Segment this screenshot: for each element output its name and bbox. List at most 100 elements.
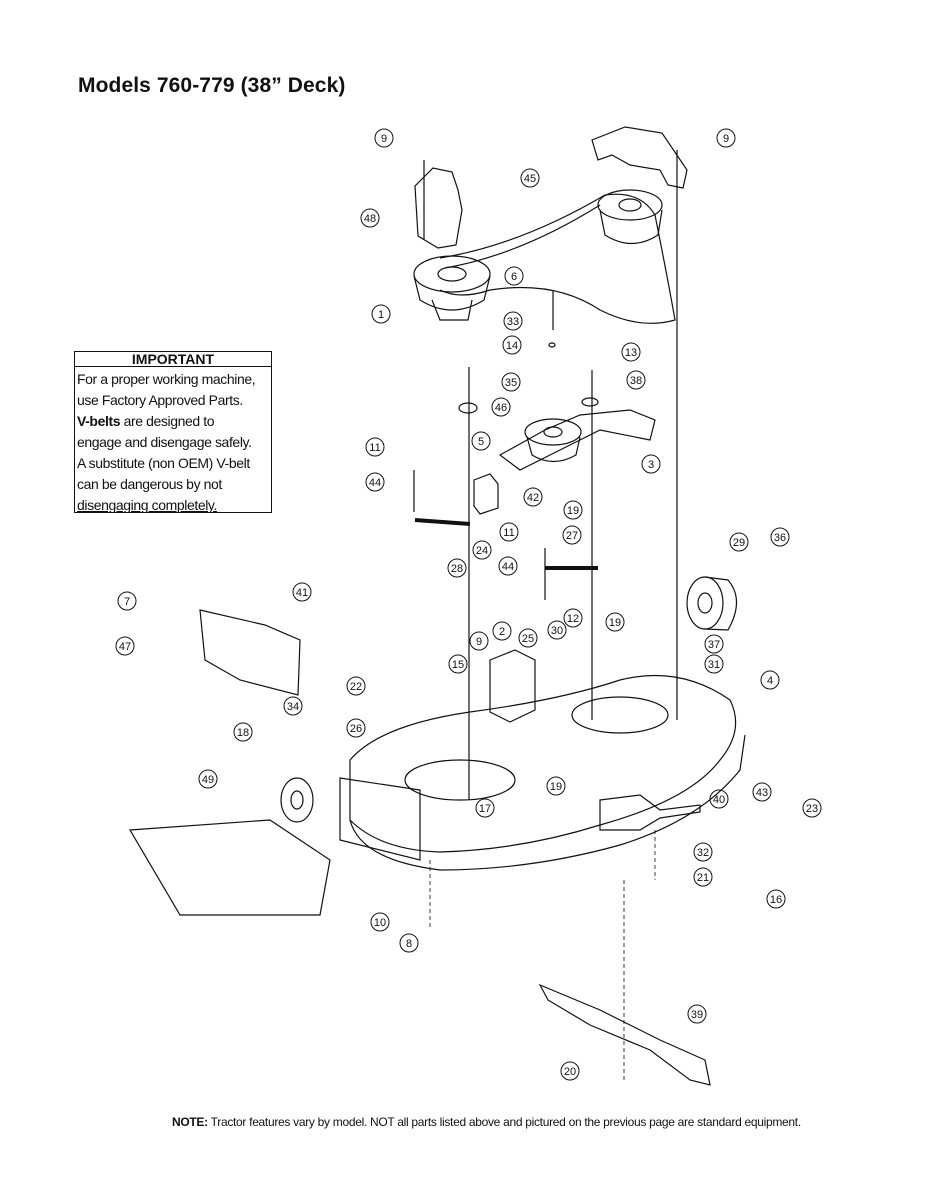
callout-41: 41 xyxy=(292,582,312,602)
svg-text:5: 5 xyxy=(478,436,484,448)
svg-text:3: 3 xyxy=(648,459,654,471)
svg-text:8: 8 xyxy=(406,938,412,950)
callout-31: 31 xyxy=(704,654,724,674)
v-belt xyxy=(439,193,676,324)
svg-text:14: 14 xyxy=(506,340,518,352)
v-belts-bold: V-belts xyxy=(77,413,121,429)
bracket-5 xyxy=(473,473,499,515)
callout-18: 18 xyxy=(233,722,253,742)
pulley-left xyxy=(413,255,491,293)
blade-39 xyxy=(538,983,711,1086)
callout-36: 36 xyxy=(770,527,790,547)
callout-4: 4 xyxy=(760,670,780,690)
svg-text:19: 19 xyxy=(567,505,579,517)
svg-text:26: 26 xyxy=(350,723,362,735)
callout-43: 43 xyxy=(752,782,772,802)
callout-48: 48 xyxy=(360,208,380,228)
callout-20: 20 xyxy=(560,1061,580,1081)
important-line-7: disengaging completely. xyxy=(77,497,217,513)
callout-8: 8 xyxy=(399,933,419,953)
callout-15: 15 xyxy=(448,654,468,674)
svg-text:17: 17 xyxy=(479,803,491,815)
callout-5: 5 xyxy=(471,431,491,451)
svg-text:34: 34 xyxy=(287,701,299,713)
svg-text:44: 44 xyxy=(502,561,514,573)
callout-11: 11 xyxy=(365,437,385,457)
callout-17: 17 xyxy=(475,798,495,818)
callout-11b: 11 xyxy=(499,522,519,542)
svg-text:24: 24 xyxy=(476,545,488,557)
svg-text:33: 33 xyxy=(507,316,519,328)
callout-9c: 9 xyxy=(469,631,489,651)
callout-40: 40 xyxy=(709,789,729,809)
svg-text:28: 28 xyxy=(451,563,463,575)
callout-28: 28 xyxy=(447,558,467,578)
callout-19: 19 xyxy=(563,500,583,520)
svg-text:19: 19 xyxy=(609,617,621,629)
svg-text:44: 44 xyxy=(369,477,381,489)
important-line-3: V-belts are designed to xyxy=(77,411,271,432)
callout-34: 34 xyxy=(283,696,303,716)
svg-text:9: 9 xyxy=(476,636,482,648)
svg-text:29: 29 xyxy=(733,537,745,549)
callout-23: 23 xyxy=(802,798,822,818)
chute-49 xyxy=(128,819,331,916)
idler-bracket xyxy=(498,409,656,471)
svg-text:36: 36 xyxy=(774,532,786,544)
important-heading: IMPORTANT xyxy=(75,351,271,367)
callout-44b: 44 xyxy=(498,556,518,576)
svg-text:19: 19 xyxy=(550,781,562,793)
callout-6: 6 xyxy=(504,266,524,286)
svg-text:22: 22 xyxy=(350,681,362,693)
important-line-1: For a proper working machine, xyxy=(77,371,256,387)
svg-text:48: 48 xyxy=(364,213,376,225)
callout-9: 9 xyxy=(374,128,394,148)
svg-text:13: 13 xyxy=(625,347,637,359)
svg-text:9: 9 xyxy=(723,133,729,145)
svg-text:1: 1 xyxy=(378,309,384,321)
callout-21: 21 xyxy=(693,867,713,887)
callout-38: 38 xyxy=(626,370,646,390)
callout-32: 32 xyxy=(693,842,713,862)
callout-3: 3 xyxy=(641,454,661,474)
callout-29: 29 xyxy=(729,532,749,552)
wheel-29 xyxy=(686,576,724,630)
svg-text:7: 7 xyxy=(124,596,130,608)
callout-16: 16 xyxy=(766,889,786,909)
callout-19c: 19 xyxy=(546,776,566,796)
svg-text:30: 30 xyxy=(551,625,563,637)
callout-9b: 9 xyxy=(716,128,736,148)
svg-text:42: 42 xyxy=(527,492,539,504)
callout-30: 30 xyxy=(547,620,567,640)
svg-text:25: 25 xyxy=(522,633,534,645)
svg-text:4: 4 xyxy=(767,675,773,687)
callout-42: 42 xyxy=(523,487,543,507)
callout-10: 10 xyxy=(370,912,390,932)
important-line-3-rest: are designed to xyxy=(120,413,215,429)
svg-text:32: 32 xyxy=(697,847,709,859)
svg-text:10: 10 xyxy=(374,917,386,929)
svg-text:35: 35 xyxy=(505,377,517,389)
idler-pulley xyxy=(524,418,582,446)
svg-text:12: 12 xyxy=(567,613,579,625)
callout-47: 47 xyxy=(115,636,135,656)
svg-text:40: 40 xyxy=(713,794,725,806)
deflector-41 xyxy=(199,609,301,696)
svg-text:46: 46 xyxy=(495,402,507,414)
svg-text:31: 31 xyxy=(708,659,720,671)
note-label: NOTE: xyxy=(172,1115,208,1129)
important-line-6: can be dangerous by not xyxy=(77,476,222,492)
svg-text:6: 6 xyxy=(511,271,517,283)
important-line-5: A substitute (non OEM) V-belt xyxy=(77,455,250,471)
callout-33: 33 xyxy=(503,311,523,331)
important-line-2: use Factory Approved Parts. xyxy=(77,392,243,408)
wheel-left xyxy=(280,777,314,823)
belt-cover-right xyxy=(591,126,688,189)
callout-22: 22 xyxy=(346,676,366,696)
callout-37: 37 xyxy=(704,634,724,654)
callout-39: 39 xyxy=(687,1004,707,1024)
callout-25: 25 xyxy=(518,628,538,648)
callout-19b: 19 xyxy=(605,612,625,632)
callout-45: 45 xyxy=(520,168,540,188)
svg-text:11: 11 xyxy=(503,527,514,539)
